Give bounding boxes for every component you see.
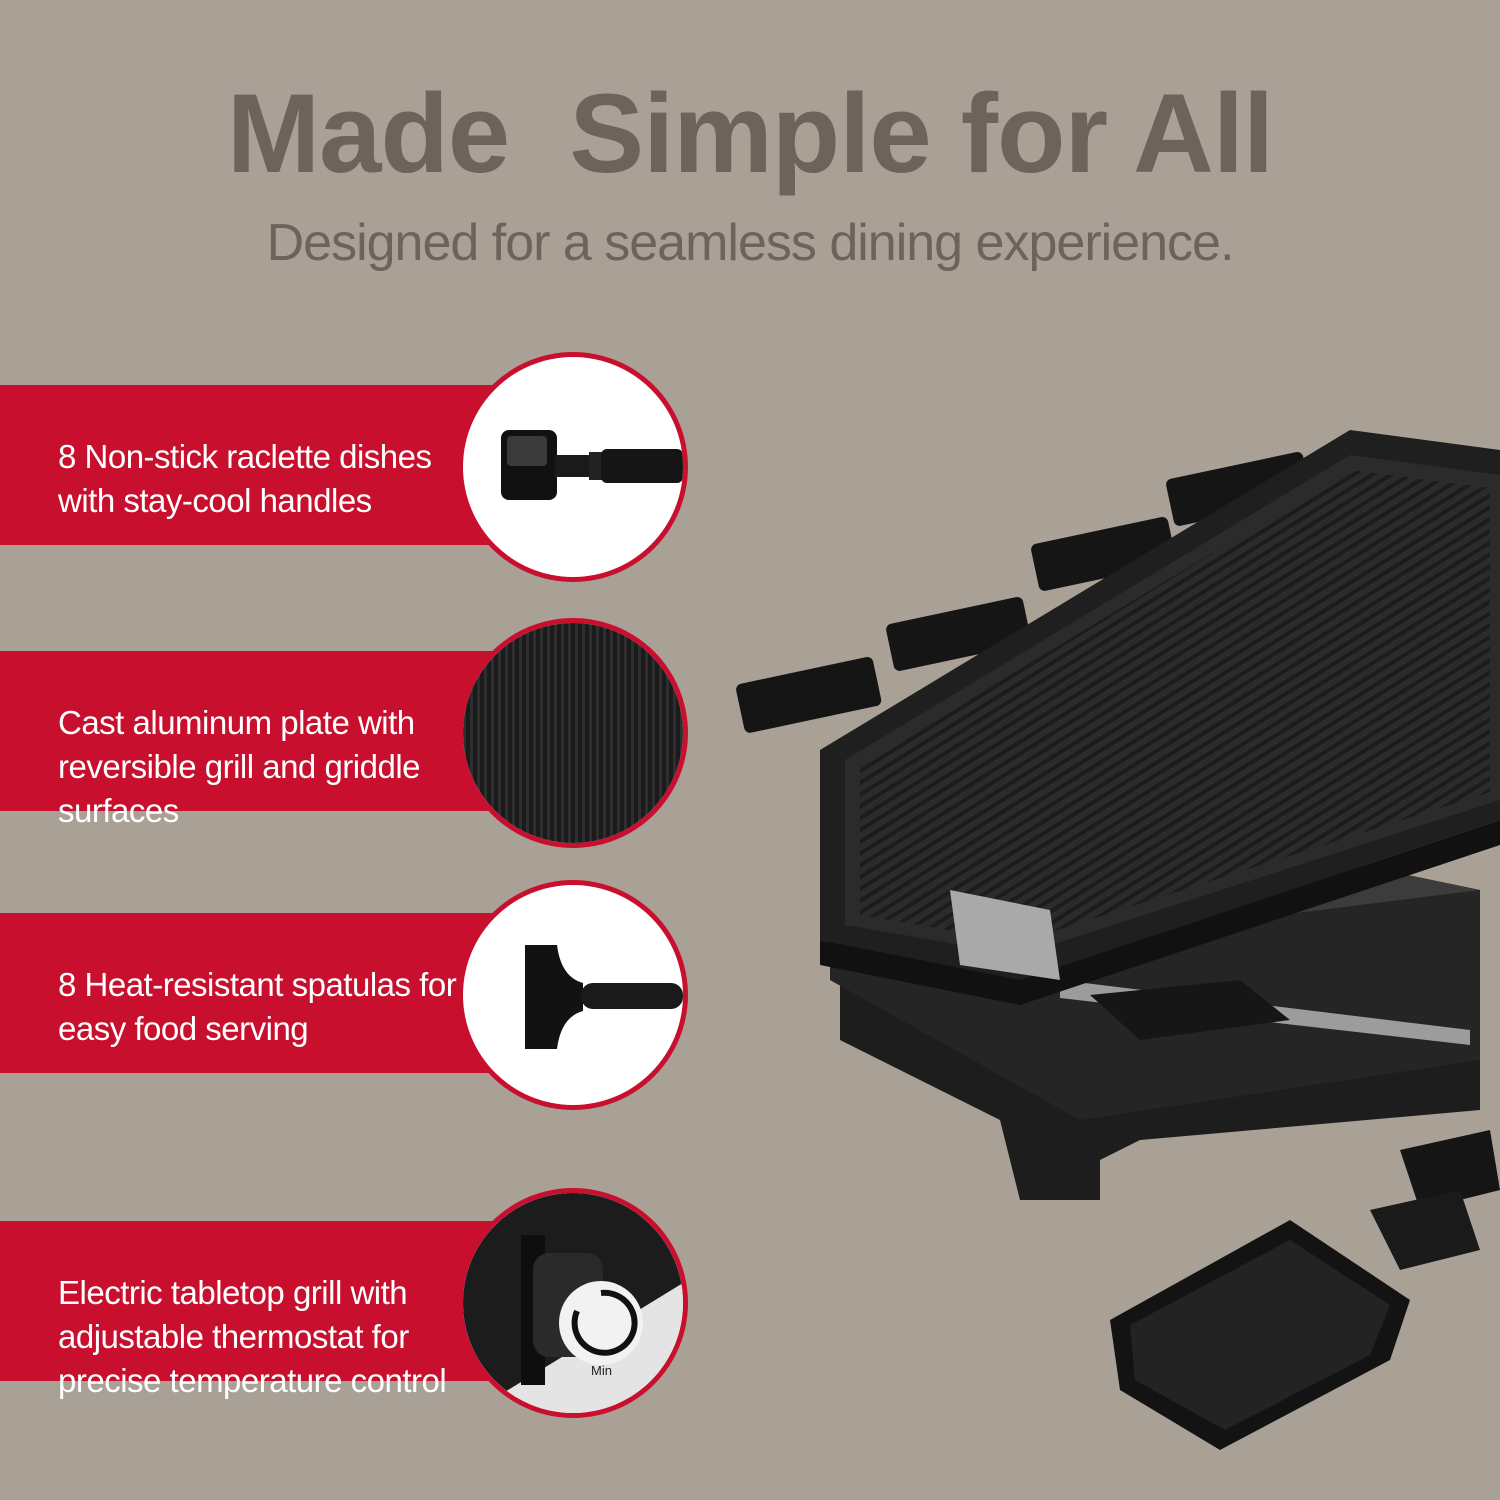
- dial-min-label: Min: [591, 1363, 612, 1378]
- feature-circle: Min: [458, 1188, 688, 1418]
- feature-circle: [458, 880, 688, 1110]
- feature-aluminum-plate: Cast aluminum plate with reversible gril…: [0, 618, 690, 848]
- grill-texture-icon: [463, 623, 683, 843]
- feature-raclette-dishes: 8 Non-stick raclette dishes with stay-co…: [0, 352, 690, 582]
- feature-thermostat: Electric tabletop grill with adjustable …: [0, 1188, 690, 1418]
- feature-text: 8 Heat-resistant spatulas for easy food …: [58, 966, 457, 1047]
- headline: Made Simple for All: [226, 71, 1274, 196]
- feature-circle: [458, 618, 688, 848]
- raclette-grill-product-image: [736, 430, 1500, 1450]
- feature-text: 8 Non-stick raclette dishes with stay-co…: [58, 438, 432, 519]
- feature-spatulas: 8 Heat-resistant spatulas for easy food …: [0, 880, 690, 1110]
- thermostat-dial-icon: Min: [463, 1193, 683, 1413]
- raclette-dish-icon: [501, 430, 683, 500]
- feature-circle: [458, 352, 688, 582]
- feature-text: Cast aluminum plate with reversible gril…: [58, 704, 421, 829]
- feature-text: Electric tabletop grill with adjustable …: [58, 1274, 447, 1399]
- subheadline: Designed for a seamless dining experienc…: [266, 214, 1235, 272]
- spatula-icon: [525, 945, 683, 1049]
